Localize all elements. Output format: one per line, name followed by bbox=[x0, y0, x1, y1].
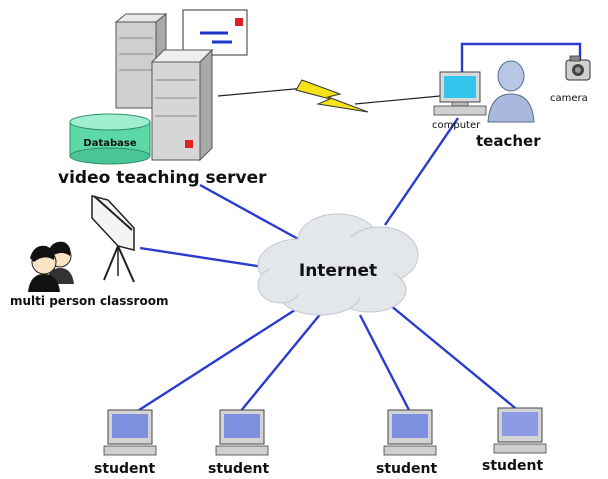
link-student3-internet bbox=[358, 314, 412, 413]
document-window-icon bbox=[182, 9, 248, 56]
link-classroom-internet bbox=[139, 246, 271, 270]
teacher-computer-icon: computer bbox=[432, 71, 487, 131]
server-tower-icon bbox=[114, 12, 214, 162]
link-student4-internet bbox=[389, 304, 521, 413]
student-label: student bbox=[94, 461, 155, 477]
student-computer-icon bbox=[103, 409, 157, 456]
database-label: Database bbox=[83, 138, 136, 149]
database-icon: Database bbox=[69, 113, 151, 165]
student-computer-icon bbox=[493, 407, 547, 454]
link-teacher-internet bbox=[384, 117, 459, 226]
camera-label: camera bbox=[550, 93, 588, 104]
link-student1-internet bbox=[135, 306, 299, 414]
student-computer-icon bbox=[383, 409, 437, 456]
connections bbox=[135, 42, 582, 414]
link-student2-internet bbox=[239, 311, 323, 413]
camera-icon bbox=[565, 55, 591, 81]
student-computer-icon bbox=[215, 409, 269, 456]
wireless-link-lightning-icon bbox=[217, 79, 441, 113]
student-label: student bbox=[208, 461, 269, 477]
link-teacher-camera bbox=[460, 42, 582, 72]
student-label: student bbox=[376, 461, 437, 477]
student-label: student bbox=[482, 458, 543, 474]
teacher-label: teacher bbox=[476, 132, 541, 150]
internet-cloud-icon: Internet bbox=[257, 213, 419, 316]
link-server-internet bbox=[199, 183, 301, 242]
internet-label: Internet bbox=[299, 261, 377, 281]
classroom-label: multi person classroom bbox=[10, 294, 168, 308]
classroom-people-icon bbox=[28, 241, 74, 292]
computer-label: computer bbox=[432, 120, 481, 131]
server-label: video teaching server bbox=[58, 168, 267, 188]
teacher-person-icon bbox=[487, 60, 535, 123]
projector-screen-icon bbox=[91, 195, 135, 283]
